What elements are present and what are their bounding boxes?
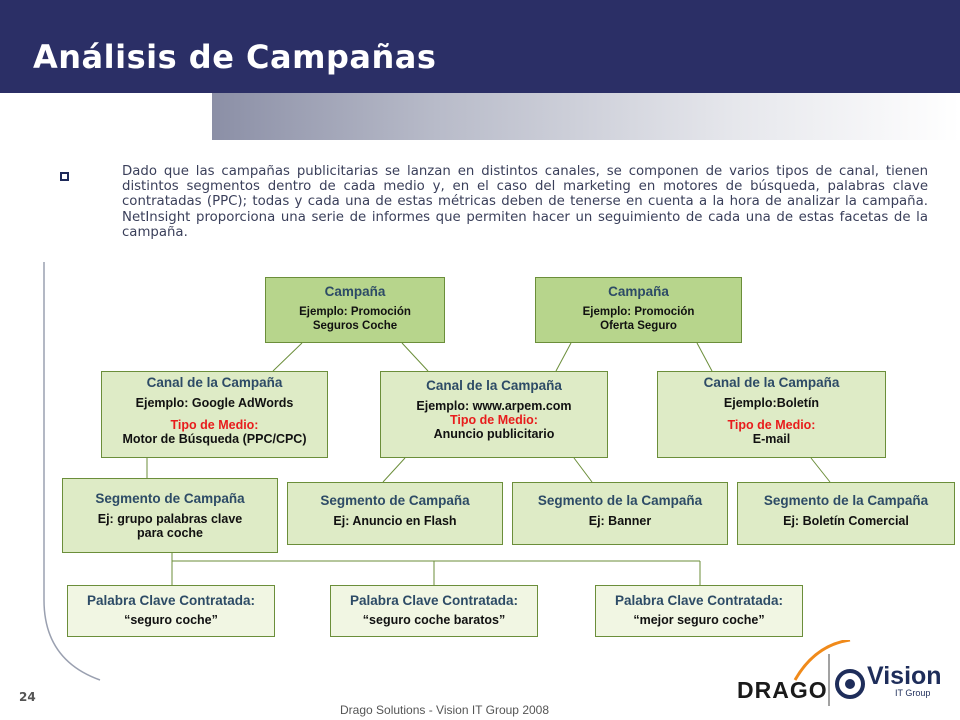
intro-paragraph: Dado que las campañas publicitarias se l…: [122, 164, 928, 240]
segment-box-3: Segmento de la Campaña Ej: Banner: [512, 482, 728, 545]
channel-example: Ejemplo: Google AdWords: [135, 396, 294, 410]
segment-line1: Ej: Anuncio en Flash: [333, 514, 457, 528]
logo-graphic-icon: [793, 640, 865, 706]
campaign-line2: Seguros Coche: [312, 320, 398, 332]
channel-media: Motor de Búsqueda (PPC/CPC): [122, 432, 307, 446]
connector: [696, 342, 713, 372]
segment-line1: Ej: grupo palabras clave: [97, 512, 243, 526]
segment-title: Segmento de la Campaña: [763, 493, 929, 508]
channel-media: Anuncio publicitario: [433, 427, 555, 441]
header-gradient-bar: [212, 93, 960, 140]
company-logo: DRAGO Vision IT Group: [725, 640, 950, 708]
channel-media-label: Tipo de Medio:: [727, 418, 816, 432]
campaign-title: Campaña: [324, 284, 386, 299]
connector: [810, 457, 831, 483]
channel-title: Canal de la Campaña: [703, 375, 840, 390]
keyword-title: Palabra Clave Contratada:: [86, 593, 256, 608]
channel-example: Ejemplo:Boletín: [723, 396, 820, 410]
channel-example: Ejemplo: www.arpem.com: [416, 399, 572, 413]
keyword-box-2: Palabra Clave Contratada: “seguro coche …: [330, 585, 538, 637]
segment-box-4: Segmento de la Campaña Ej: Boletín Comer…: [737, 482, 955, 545]
channel-media-label: Tipo de Medio:: [170, 418, 259, 432]
campaign-line2: Oferta Seguro: [600, 320, 677, 332]
keyword-title: Palabra Clave Contratada:: [349, 593, 519, 608]
campaign-line1: Ejemplo: Promoción: [582, 306, 695, 318]
keyword-title: Palabra Clave Contratada:: [614, 593, 784, 608]
page-title: Análisis de Campañas: [33, 38, 437, 76]
channel-media: E-mail: [752, 432, 791, 446]
segment-title: Segmento de Campaña: [320, 493, 470, 508]
channel-box-1: Canal de la Campaña Ejemplo: Google AdWo…: [101, 371, 328, 458]
segment-line1: Ej: Banner: [588, 514, 652, 528]
channel-title: Canal de la Campaña: [426, 378, 562, 393]
connector: [555, 342, 572, 372]
segment-title: Segmento de la Campaña: [537, 493, 703, 508]
channel-title: Canal de la Campaña: [146, 375, 283, 390]
segment-line1: Ej: Boletín Comercial: [783, 514, 909, 528]
connector: [382, 457, 406, 483]
keyword-value: “seguro coche”: [124, 613, 218, 627]
header-bar: [0, 0, 960, 93]
connector: [272, 342, 303, 372]
campaign-title: Campaña: [608, 284, 669, 299]
keyword-value: “mejor seguro coche”: [633, 613, 765, 627]
page-number: 24: [19, 690, 36, 704]
campaign-box-1: Campaña Ejemplo: Promoción Seguros Coche: [265, 277, 445, 343]
segment-box-1: Segmento de Campaña Ej: grupo palabras c…: [62, 478, 278, 553]
campaign-line1: Ejemplo: Promoción: [299, 306, 411, 318]
campaign-box-2: Campaña Ejemplo: Promoción Oferta Seguro: [535, 277, 742, 343]
logo-vision-text: Vision: [867, 662, 942, 690]
logo-group-text: IT Group: [895, 688, 931, 698]
connector: [573, 457, 593, 483]
channel-box-2: Canal de la Campaña Ejemplo: www.arpem.c…: [380, 371, 608, 458]
segment-title: Segmento de Campaña: [95, 491, 245, 506]
segment-box-2: Segmento de Campaña Ej: Anuncio en Flash: [287, 482, 503, 545]
keyword-box-1: Palabra Clave Contratada: “seguro coche”: [67, 585, 275, 637]
bullet-checkbox-icon: [60, 172, 69, 181]
segment-line2: para coche: [136, 526, 203, 540]
keyword-value: “seguro coche baratos”: [362, 613, 506, 627]
channel-box-3: Canal de la Campaña Ejemplo:Boletín Tipo…: [657, 371, 886, 458]
footer-text: Drago Solutions - Vision IT Group 2008: [340, 703, 550, 717]
logo-drago-text: DRAGO: [737, 677, 828, 703]
keyword-box-3: Palabra Clave Contratada: “mejor seguro …: [595, 585, 803, 637]
decorative-arc: [43, 262, 101, 681]
connector: [401, 342, 429, 372]
channel-media-label: Tipo de Medio:: [450, 413, 538, 427]
